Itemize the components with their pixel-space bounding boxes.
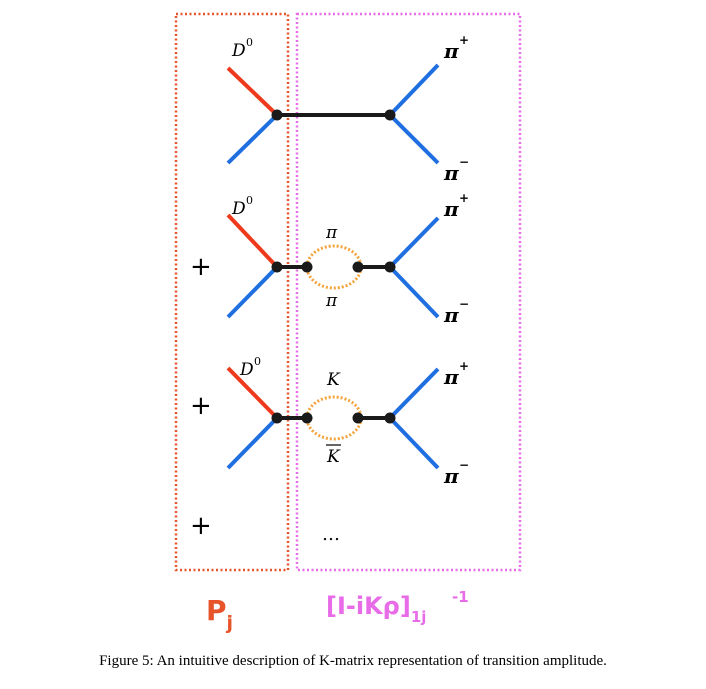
pi-minus-superscript: −	[459, 297, 469, 311]
pi-plus-label: π	[443, 197, 459, 221]
vertex-dot	[384, 109, 396, 121]
vertex-dot	[271, 261, 283, 273]
pi-minus-superscript: −	[459, 155, 469, 169]
k-matrix-inverse-superscript: -1	[452, 588, 469, 606]
pi-plus-superscript: +	[459, 359, 469, 373]
d0-superscript: 0	[246, 36, 253, 49]
pi-plus-line	[388, 367, 440, 420]
d0-label: D	[231, 199, 246, 219]
plus-sign: +	[190, 391, 212, 421]
vertex-dot	[384, 412, 396, 424]
pi-plus-label: π	[443, 365, 459, 389]
production-vector-subscript: j	[226, 612, 234, 634]
d0-line	[226, 213, 279, 269]
loop-pi-bottom-label: π	[325, 291, 338, 311]
pion-line	[226, 265, 279, 319]
vertex-dot	[352, 261, 364, 273]
production-vector-label: Pj	[206, 594, 233, 634]
loop-k-label: K	[326, 370, 341, 390]
pi-plus-line	[388, 63, 440, 117]
k-matrix-diagram: D 0 π + π − + D 0 π π π + π − +	[174, 12, 522, 634]
k-matrix-inverse-box	[295, 12, 522, 572]
pi-minus-line	[388, 416, 440, 470]
pi-minus-line	[388, 265, 440, 319]
d0-label: D	[231, 41, 246, 61]
loop-kbar-label: K	[326, 447, 341, 467]
k-matrix-inverse-subscript: 1j	[411, 608, 427, 626]
vertex-dot	[384, 261, 396, 273]
production-vector-box	[174, 12, 290, 572]
vertex-dot	[271, 412, 283, 424]
d0-label: D	[239, 360, 254, 380]
ellipsis: …	[322, 524, 340, 545]
pi-minus-label: π	[443, 464, 459, 488]
vertex-dot	[301, 261, 313, 273]
pi-minus-superscript: −	[459, 458, 469, 472]
d0-superscript: 0	[246, 194, 253, 207]
pion-line	[226, 416, 279, 470]
pi-minus-label: π	[443, 303, 459, 327]
figure-caption: Figure 5: An intuitive description of K-…	[99, 653, 607, 669]
d0-line	[226, 66, 279, 117]
pi-plus-superscript: +	[459, 33, 469, 47]
d0-line	[226, 366, 279, 420]
pi-plus-label: π	[443, 39, 459, 63]
pion-line	[226, 113, 279, 165]
diagram-row-continuation: + …	[190, 511, 340, 545]
loop-pi-top-label: π	[325, 223, 338, 243]
diagram-row-pipi-loop: + D 0 π π π + π −	[190, 191, 469, 327]
diagram-row-kkbar-loop: + D 0 K K π + π −	[190, 355, 469, 488]
plus-sign: +	[190, 511, 212, 541]
pi-plus-superscript: +	[459, 191, 469, 205]
pi-minus-label: π	[443, 161, 459, 185]
k-matrix-inverse-label: [I-iKρ]1j	[326, 592, 426, 626]
diagram-row-tree: D 0 π + π −	[226, 33, 469, 185]
vertex-dot	[271, 109, 283, 121]
pi-plus-line	[388, 216, 440, 269]
plus-sign: +	[190, 252, 212, 282]
pi-minus-line	[388, 113, 440, 165]
d0-superscript: 0	[254, 355, 261, 368]
vertex-dot	[301, 412, 313, 424]
vertex-dot	[352, 412, 364, 424]
